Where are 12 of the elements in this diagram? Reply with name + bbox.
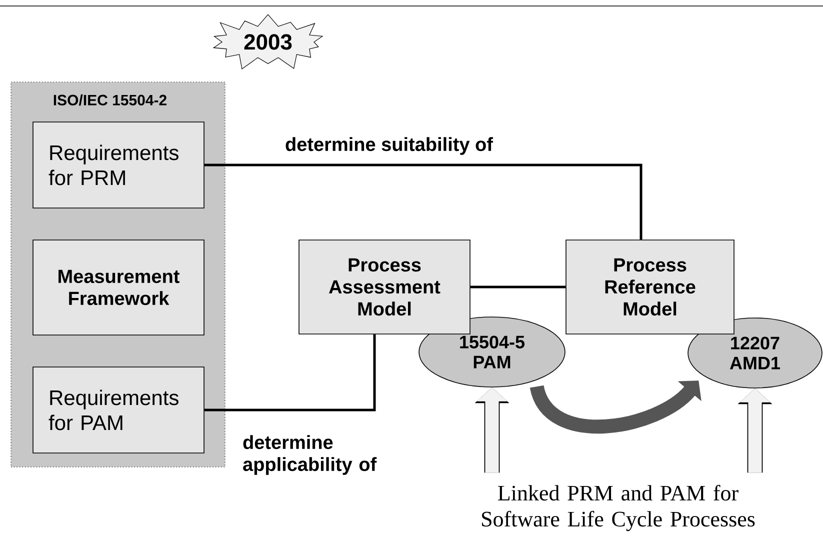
- edge-label: determine suitability of: [286, 137, 494, 155]
- requirement-box: Requirements for PAM: [32, 366, 204, 454]
- requirement-box: Requirements for PRM: [32, 122, 204, 208]
- starburst: 2003: [212, 14, 324, 70]
- connector-line: [470, 286, 566, 288]
- model-box: Process Assessment Model: [298, 240, 470, 334]
- model-box: Process Reference Model: [566, 240, 734, 334]
- connector-line: [204, 164, 642, 240]
- caption-text: Linked PRM and PAM for Software Life Cycle Processes: [482, 484, 755, 532]
- model-box: Measurement Framework: [32, 240, 204, 336]
- connector-line: [204, 334, 376, 412]
- edge-label: determine applicability of: [243, 435, 377, 475]
